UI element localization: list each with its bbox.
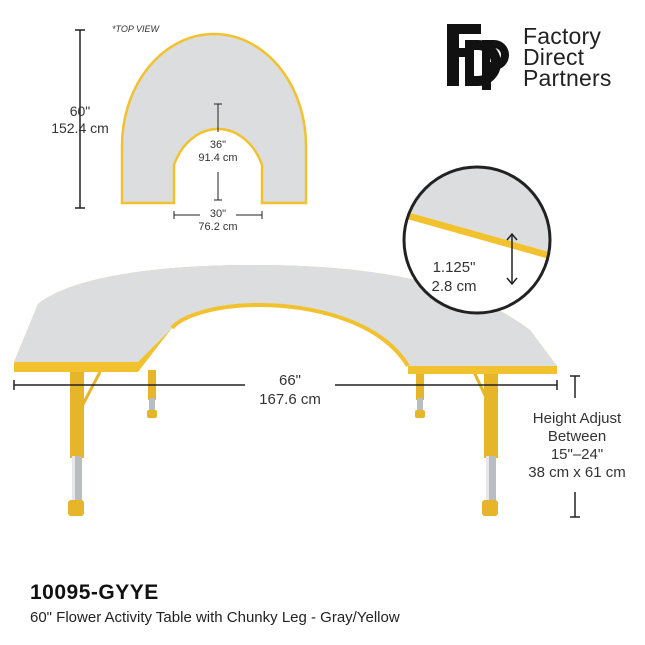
cutout-depth-label: 36" 91.4 cm (190, 139, 246, 165)
cutout-depth-cm: 91.4 cm (198, 152, 238, 164)
edge-thickness-cm: 2.8 cm (431, 278, 477, 295)
cutout-width-in: 30" (209, 208, 227, 220)
top-view-table-shape (120, 32, 308, 205)
cutout-depth-in: 36" (209, 139, 227, 151)
top-view-depth-cm: 152.4 cm (51, 120, 109, 136)
top-view-depth-label: 60" 152.4 cm (40, 103, 120, 137)
edge-detail-magnifier (404, 167, 550, 313)
brand-line-2: Direct (523, 44, 585, 70)
cutout-width-label: 30" 76.2 cm (188, 208, 248, 234)
table-height-dimension-line (570, 375, 580, 518)
height-adjust-in: 15"–24" (550, 446, 604, 463)
height-adjust-label: Height Adjust Between 15"–24" 38 cm x 61… (515, 410, 639, 482)
cutout-depth-dimension-line (214, 103, 222, 201)
product-description: 60" Flower Activity Table with Chunky Le… (30, 609, 400, 626)
top-view-depth-dimension-line (75, 29, 85, 209)
height-adjust-line-2: Between (547, 428, 607, 445)
table-width-dimension-line (13, 380, 558, 390)
height-adjust-line-1: Height Adjust (532, 410, 622, 427)
cutout-width-dimension-line (173, 211, 263, 219)
height-adjust-cm: 38 cm x 61 cm (528, 464, 626, 481)
product-sku: 10095-GYYE (30, 581, 159, 604)
brand-line-3: Partners (523, 65, 612, 91)
table-width-label: 66" 167.6 cm (245, 371, 335, 409)
table-top (14, 265, 557, 374)
edge-thickness-label: 1.125" 2.8 cm (418, 258, 490, 296)
table-width-in: 66" (278, 372, 301, 389)
brand-name: Factory Direct Partners (523, 23, 612, 91)
table-width-cm: 167.6 cm (259, 391, 321, 408)
brand-line-1: Factory (523, 23, 602, 49)
top-view-label: *TOP VIEW (112, 24, 160, 34)
fdp-logo-icon (447, 24, 509, 90)
top-view-depth-in: 60" (69, 103, 91, 119)
thickness-arrow (506, 232, 518, 286)
cutout-width-cm: 76.2 cm (198, 221, 238, 233)
edge-thickness-in: 1.125" (432, 259, 476, 276)
